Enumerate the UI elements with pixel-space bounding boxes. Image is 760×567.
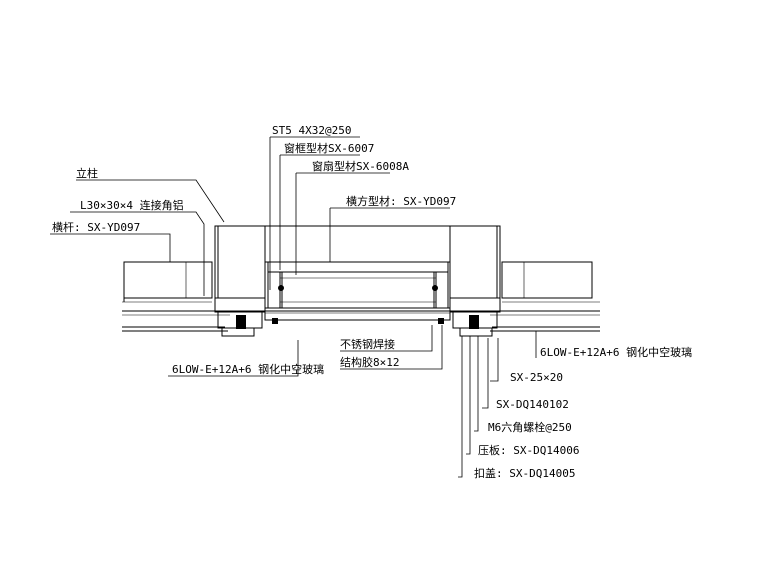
- label-beam: 横杆: SX-YD097: [52, 220, 140, 234]
- label-sx25: SX-25×20: [510, 371, 563, 384]
- label-glass-left: 6LOW-E+12A+6 钢化中空玻璃: [172, 362, 324, 376]
- label-glass-right: 6LOW-E+12A+6 钢化中空玻璃: [540, 345, 692, 359]
- label-angle: L30×30×4 连接角铝: [80, 198, 184, 212]
- label-cover: 扣盖: SX-DQ14005: [474, 466, 575, 480]
- label-structural: 结构胶8×12: [340, 355, 400, 369]
- left-outer-panel: [123, 261, 213, 302]
- label-bolt: M6六角螺栓@250: [488, 420, 572, 434]
- annotation-labels: ST5 4X32@250 窗框型材SX-6007 窗扇型材SX-6008A 横方…: [52, 124, 692, 480]
- glass-layers: [122, 301, 600, 332]
- label-transom: 横方型材: SX-YD097: [346, 194, 456, 208]
- leader-lines: [50, 136, 537, 478]
- right-mullion: [449, 225, 501, 337]
- label-st5: ST5 4X32@250: [272, 124, 351, 137]
- label-stainless: 不锈钢焊接: [340, 337, 395, 351]
- left-mullion: [214, 225, 266, 337]
- label-dq102: SX-DQ140102: [496, 398, 569, 411]
- label-mullion: 立柱: [76, 166, 98, 180]
- right-outer-panel: [501, 261, 593, 299]
- label-sash: 窗扇型材SX-6008A: [312, 159, 409, 173]
- label-window-frame: 窗框型材SX-6007: [284, 141, 374, 155]
- window-frame-block: [264, 225, 451, 324]
- label-plate: 压板: SX-DQ14006: [478, 443, 579, 457]
